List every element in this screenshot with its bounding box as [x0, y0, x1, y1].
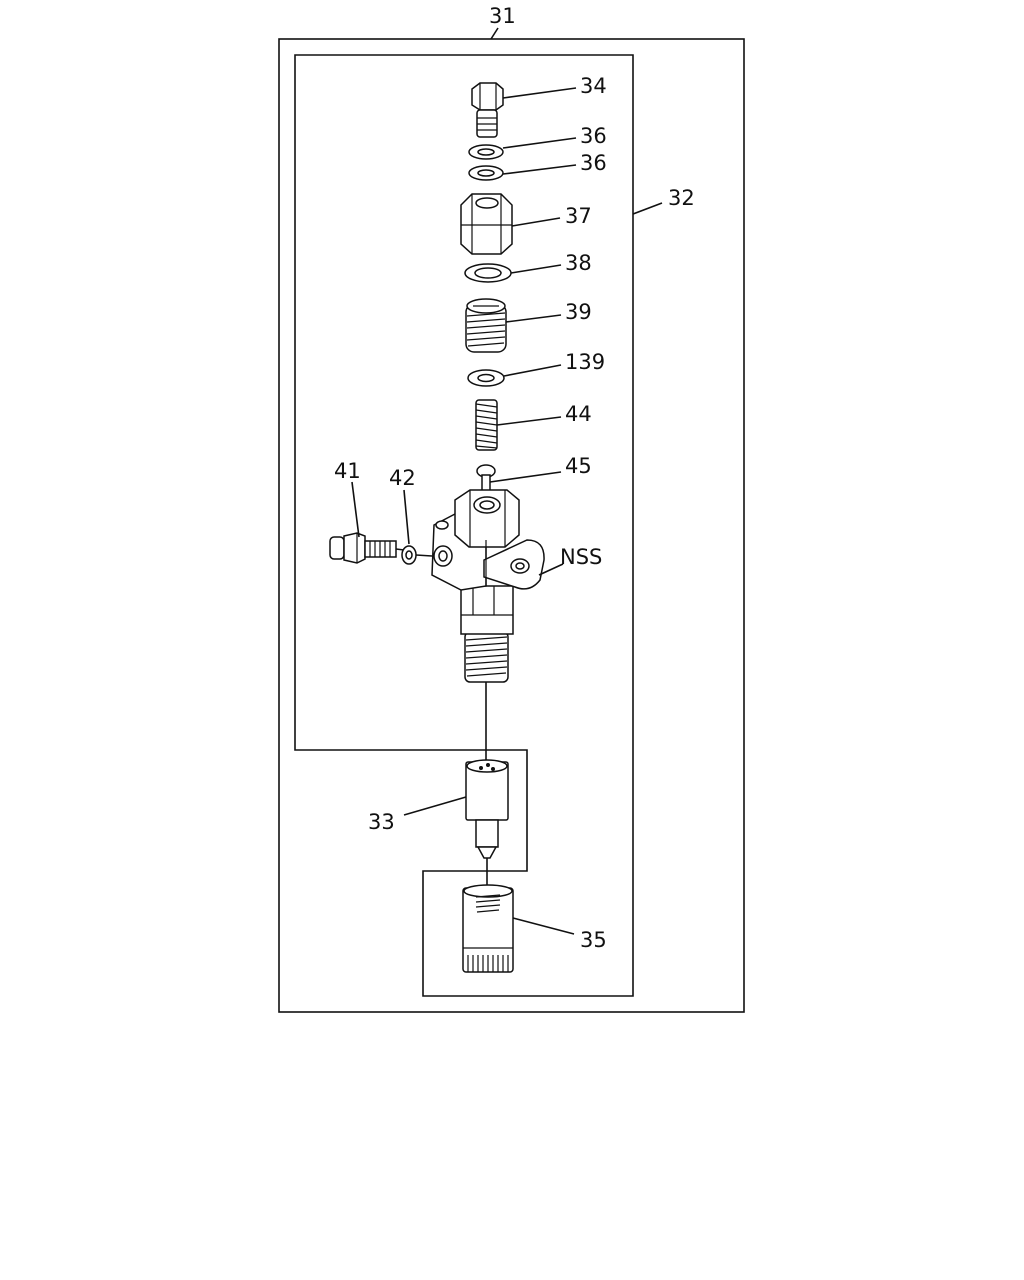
part-33-nozzle — [465, 759, 509, 859]
label-45: 45 — [565, 454, 592, 478]
label-139: 139 — [565, 350, 605, 374]
part-34-bolt — [471, 82, 504, 138]
label-33: 33 — [368, 810, 395, 834]
label-42: 42 — [389, 466, 416, 490]
label-36-upper: 36 — [580, 124, 607, 148]
label-34: 34 — [580, 74, 607, 98]
part-36-washer-upper — [468, 144, 504, 160]
part-39-adjuster — [465, 298, 507, 353]
injector-body — [431, 489, 545, 683]
part-139-shim — [467, 369, 505, 387]
part-37-nut — [460, 193, 513, 255]
part-36-washer-lower — [468, 165, 504, 181]
label-37: 37 — [565, 204, 592, 228]
label-35: 35 — [580, 928, 607, 952]
label-31: 31 — [489, 4, 516, 28]
part-44-spring — [475, 399, 498, 451]
frame-31 — [278, 38, 745, 1013]
label-39: 39 — [565, 300, 592, 324]
label-32: 32 — [668, 186, 695, 210]
frame-32 — [294, 54, 634, 997]
label-44: 44 — [565, 402, 592, 426]
part-41-connector — [329, 532, 413, 564]
part-38-washer — [464, 263, 512, 283]
part-42-seal — [401, 545, 433, 565]
label-nss: NSS — [560, 545, 602, 569]
part-35-retaining-nut — [462, 884, 514, 973]
label-41: 41 — [334, 459, 361, 483]
label-36-lower: 36 — [580, 151, 607, 175]
label-38: 38 — [565, 251, 592, 275]
